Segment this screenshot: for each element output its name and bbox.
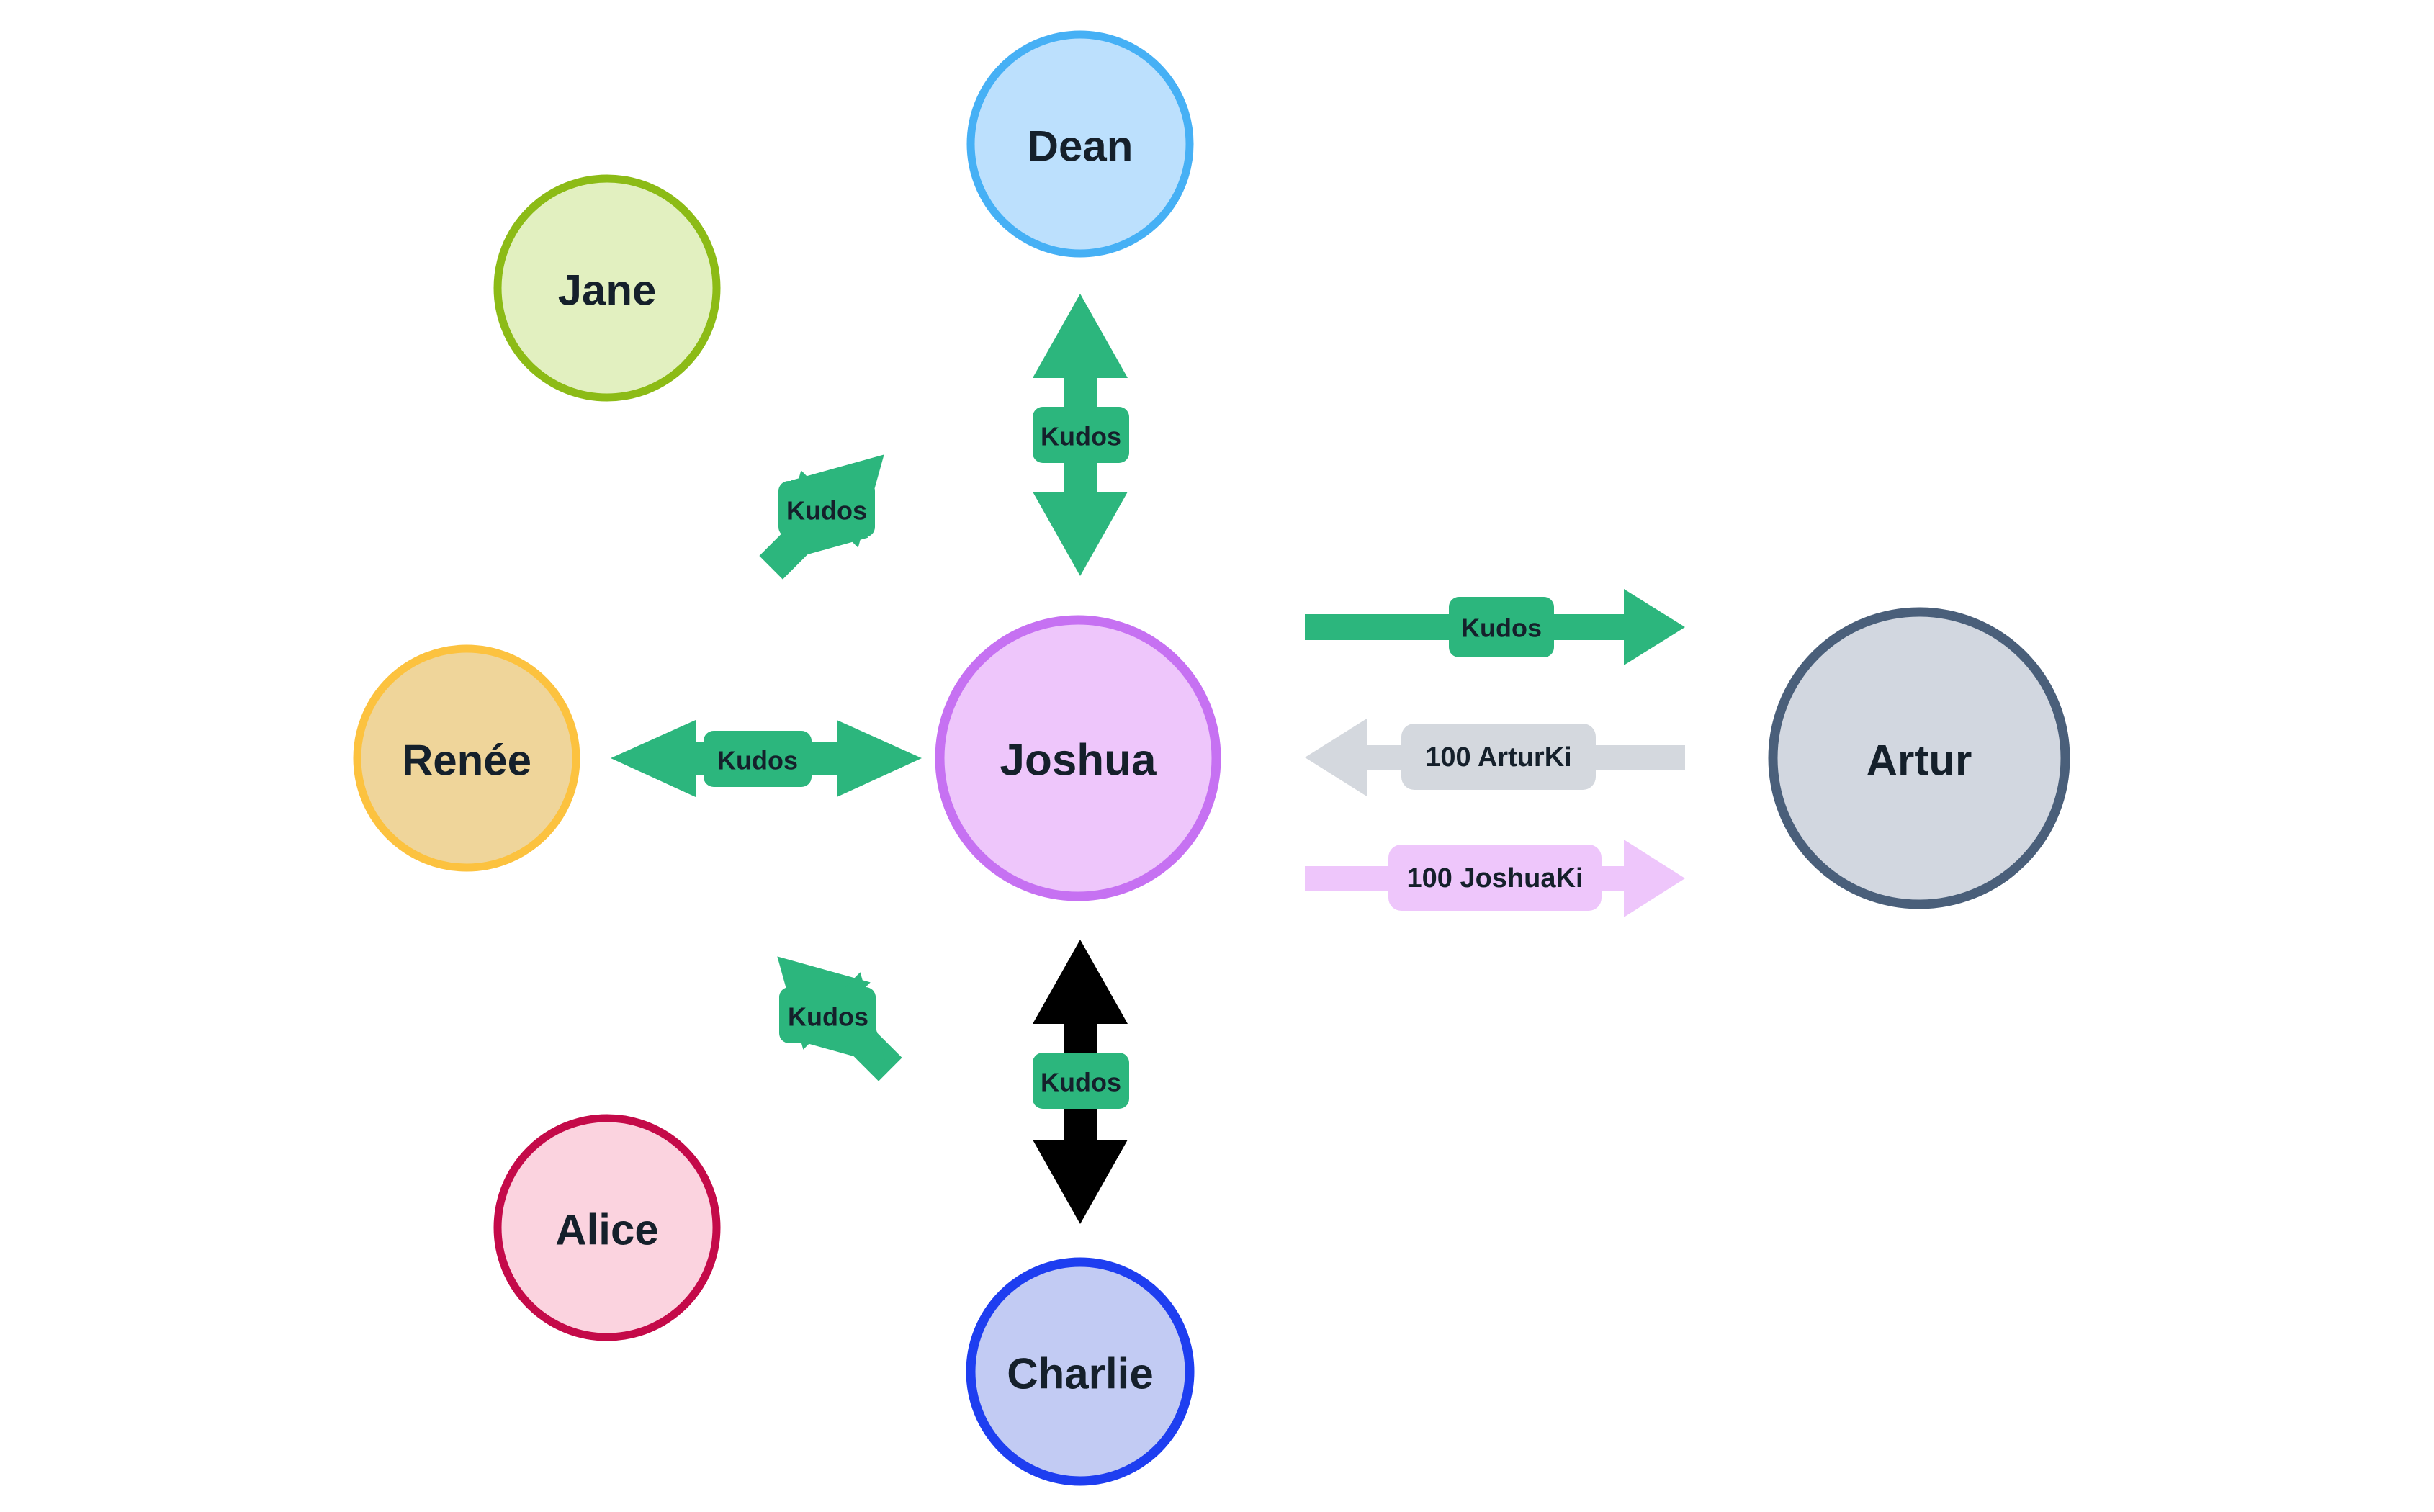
node-jane[interactable]: Jane [493,174,721,402]
arrowhead-down [1033,492,1128,576]
edge-label-bg [1401,724,1596,790]
edge-dean-joshua[interactable]: Kudos [1033,294,1129,576]
edge-label-bg [1033,1053,1129,1109]
edge-renee-joshua[interactable]: Kudos [611,720,922,797]
edge-alice-joshua[interactable]: Kudos [744,923,924,1103]
edge-label-joshua-artur-joshuaki: 100 JoshuaKi [1407,863,1584,894]
arrowhead-down [1033,1140,1128,1224]
node-dean[interactable]: Dean [966,30,1194,258]
node-label-alice: Alice [555,1206,658,1254]
node-charlie[interactable]: Charlie [966,1257,1195,1486]
edge-label-bg [778,481,875,537]
arrowhead-left [1305,719,1367,796]
edge-label-joshua-charlie: Kudos [1041,1068,1121,1097]
node-label-charlie: Charlie [1007,1350,1153,1398]
node-label-jane: Jane [558,266,657,315]
node-circle-dean [966,30,1194,258]
node-circle-joshua [935,615,1221,901]
edge-joshua-artur-kudos[interactable]: Kudos [1305,589,1685,665]
edge-joshua-charlie[interactable]: Kudos [1033,940,1129,1224]
edge-label-jane-joshua: Kudos [786,496,867,526]
arrowhead-up [1033,940,1128,1024]
edge-label-joshua-artur-kudos: Kudos [1461,613,1542,643]
edge-label-bg [779,987,876,1043]
arrowhead-up [1033,294,1128,378]
edge-artur-joshua-arturki[interactable]: 100 ArturKi [1305,719,1685,796]
arrowhead-right [1624,840,1685,917]
edge-joshua-artur-joshuaki[interactable]: 100 JoshuaKi [1305,840,1685,917]
edge-label-alice-joshua: Kudos [788,1002,868,1032]
node-label-joshua: Joshua [1000,736,1157,786]
edge-label-bg [704,731,812,787]
arrowhead-right [1624,589,1685,665]
node-artur[interactable]: Artur [1768,607,2070,909]
node-renee[interactable]: Renée [353,644,580,872]
arrowhead-left [611,720,696,797]
node-label-renee: Renée [402,737,531,785]
node-joshua[interactable]: Joshua [935,615,1221,901]
edge-jane-joshua[interactable]: Kudos [737,421,917,601]
node-circle-charlie [966,1257,1195,1486]
edge-label-renee-joshua: Kudos [717,746,798,775]
node-circle-renee [353,644,580,872]
edge-label-artur-joshua-arturki: 100 ArturKi [1425,742,1571,773]
node-circle-jane [493,174,721,402]
node-circle-artur [1768,607,2070,909]
edge-label-bg [1449,597,1554,657]
node-label-dean: Dean [1028,122,1133,171]
arrowhead-right [837,720,922,797]
node-alice[interactable]: Alice [493,1114,721,1341]
edge-label-dean-joshua: Kudos [1041,422,1121,451]
node-label-artur: Artur [1867,737,1972,785]
edge-label-bg [1033,407,1129,463]
edge-label-bg [1388,845,1602,911]
node-circle-alice [493,1114,721,1341]
